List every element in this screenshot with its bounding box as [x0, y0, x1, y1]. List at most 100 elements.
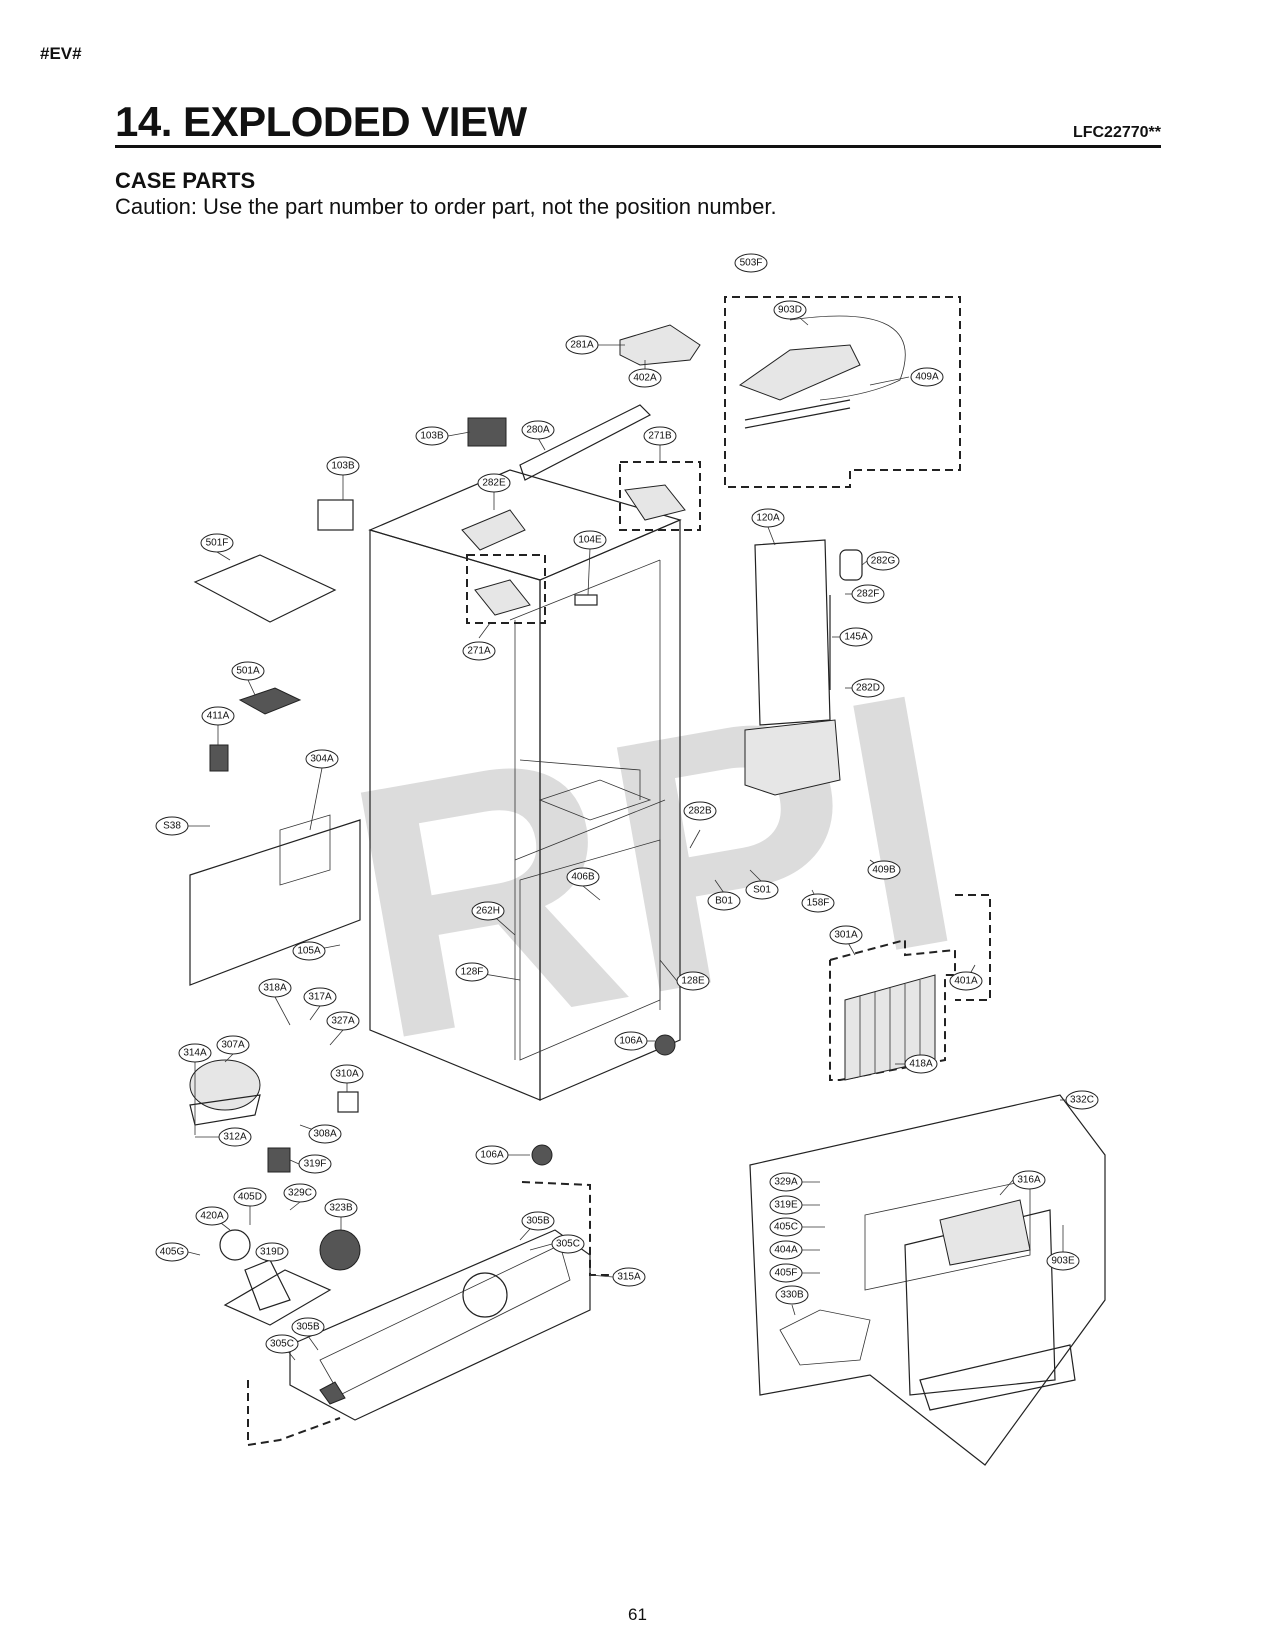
part-332c-dispenser-assembly	[749, 1094, 1106, 1466]
svg-text:106A: 106A	[480, 1150, 504, 1161]
part-271b-hinge-bracket	[624, 484, 686, 521]
svg-text:319F: 319F	[304, 1159, 327, 1170]
part-120a-ice-duct	[744, 539, 863, 796]
part-319d-stand	[244, 1259, 291, 1311]
callout-411a: 411A	[201, 706, 235, 726]
callout-315a: 315A	[612, 1267, 646, 1287]
part-280a-top-rail	[519, 404, 652, 481]
svg-text:105A: 105A	[297, 946, 321, 957]
callout-418a: 418A	[904, 1054, 938, 1074]
svg-text:282D: 282D	[856, 683, 880, 694]
callout-903e: 903E	[1046, 1251, 1080, 1271]
svg-text:405F: 405F	[775, 1268, 798, 1279]
callout-106a: 106A	[614, 1031, 648, 1051]
part-411a-plug	[209, 744, 229, 772]
part-281a-hinge-cover	[619, 324, 701, 366]
callout-323b: 323B	[324, 1198, 358, 1218]
callout-s01: S01	[745, 880, 779, 900]
part-420a-fan	[219, 1229, 251, 1261]
part-106a-foot	[654, 1034, 676, 1056]
callout-304a: 304A	[305, 749, 339, 769]
svg-text:409B: 409B	[872, 865, 896, 876]
svg-text:128F: 128F	[461, 967, 484, 978]
svg-text:282G: 282G	[871, 556, 896, 567]
svg-text:420A: 420A	[200, 1211, 224, 1222]
svg-text:319E: 319E	[774, 1200, 798, 1211]
svg-text:903E: 903E	[1051, 1256, 1075, 1267]
callout-310a: 310A	[330, 1064, 364, 1084]
svg-text:327A: 327A	[331, 1016, 355, 1027]
callout-319e: 319E	[769, 1195, 803, 1215]
model-number: LFC22770**	[1072, 124, 1161, 141]
callout-b01: B01	[707, 891, 741, 911]
callout-903d: 903D	[773, 300, 807, 320]
callout-145a: 145A	[839, 627, 873, 647]
callout-319f: 319F	[298, 1154, 332, 1174]
part-271a-hinge-bracket	[474, 579, 531, 616]
part-319d-bracket	[223, 1269, 332, 1326]
callout-307a: 307A	[216, 1035, 250, 1055]
callout-305c-2: 305C	[265, 1334, 299, 1354]
callout-317a: 317A	[303, 987, 337, 1007]
callout-405c: 405C	[769, 1217, 803, 1237]
callout-282d: 282D	[851, 678, 885, 698]
svg-text:301A: 301A	[834, 930, 858, 941]
svg-text:405D: 405D	[238, 1192, 262, 1203]
svg-text:305B: 305B	[296, 1322, 320, 1333]
svg-text:312A: 312A	[223, 1132, 247, 1143]
svg-text:307A: 307A	[221, 1040, 245, 1051]
callout-405f: 405F	[769, 1263, 803, 1283]
group-401a	[955, 894, 991, 1001]
callout-282e: 282E	[477, 473, 511, 493]
callout-332c: 332C	[1065, 1090, 1099, 1110]
title-rule	[115, 145, 1161, 148]
callout-103b-left: 103B	[326, 456, 360, 476]
svg-text:S38: S38	[163, 821, 181, 832]
svg-text:281A: 281A	[570, 340, 594, 351]
callout-104e: 104E	[573, 530, 607, 550]
svg-text:271A: 271A	[467, 646, 491, 657]
svg-text:330B: 330B	[780, 1290, 804, 1301]
callout-404a: 404A	[769, 1240, 803, 1260]
callout-314a: 314A	[178, 1043, 212, 1063]
svg-text:503F: 503F	[740, 258, 763, 269]
callout-503f: 503F	[734, 253, 768, 273]
svg-text:282E: 282E	[482, 478, 506, 489]
callout-319d: 319D	[255, 1242, 289, 1262]
svg-text:280A: 280A	[526, 425, 550, 436]
part-103b-bracket-left	[317, 499, 354, 531]
svg-text:B01: B01	[715, 896, 733, 907]
callout-308a: 308A	[308, 1124, 342, 1144]
svg-text:128E: 128E	[681, 976, 705, 987]
svg-text:106A: 106A	[619, 1036, 643, 1047]
group-271a	[466, 554, 546, 624]
callout-501a: 501A	[231, 661, 265, 681]
callout-282b: 282B	[683, 801, 717, 821]
part-503f-dispenser-group	[724, 296, 961, 488]
svg-text:305C: 305C	[556, 1239, 580, 1250]
svg-text:405G: 405G	[160, 1247, 185, 1258]
svg-text:319D: 319D	[260, 1247, 284, 1258]
callout-406b: 406B	[566, 867, 600, 887]
section-heading: CASE PARTS	[115, 168, 256, 193]
callouts: 503F 903D 409A 281A 402A 103B 280A 271B …	[155, 253, 1099, 1354]
part-501a-pcb	[238, 687, 302, 715]
callout-271b: 271B	[643, 426, 677, 446]
callout-103b-top: 103B	[415, 426, 449, 446]
svg-text:316A: 316A	[1017, 1175, 1041, 1186]
svg-text:282B: 282B	[688, 806, 712, 817]
svg-text:401A: 401A	[954, 976, 978, 987]
callout-330b: 330B	[775, 1285, 809, 1305]
part-310a-cover	[337, 1091, 359, 1113]
part-104e-clip	[574, 594, 598, 606]
callout-312a: 312A	[218, 1127, 252, 1147]
callout-409a: 409A	[910, 367, 944, 387]
callout-501f: 501F	[200, 533, 234, 553]
svg-text:418A: 418A	[909, 1059, 933, 1070]
svg-text:411A: 411A	[207, 711, 230, 722]
callout-106a-2: 106A	[475, 1145, 509, 1165]
svg-text:314A: 314A	[183, 1048, 207, 1059]
callout-128e: 128E	[676, 971, 710, 991]
svg-text:304A: 304A	[310, 754, 334, 765]
svg-text:145A: 145A	[844, 632, 868, 643]
